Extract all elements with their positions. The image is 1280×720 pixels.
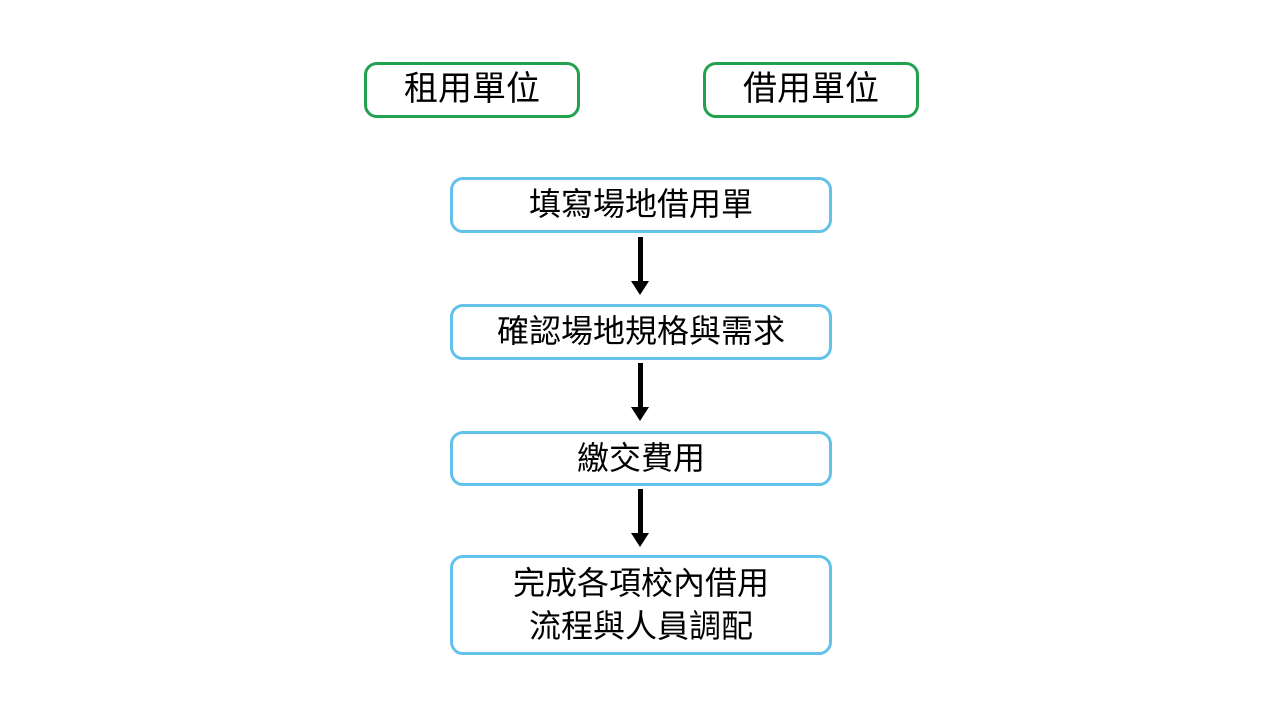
flow-step-pay-fees: 繳交費用 [450, 431, 832, 486]
arrow-head [631, 533, 649, 547]
header-box-renting-unit: 租用單位 [364, 62, 580, 118]
arrow-shaft [637, 363, 643, 407]
arrow-down-icon [631, 489, 649, 547]
flow-step-confirm-specs: 確認場地規格與需求 [450, 304, 832, 360]
flow-step-confirm-specs-label: 確認場地規格與需求 [496, 313, 785, 350]
header-box-renting-unit-label: 租用單位 [404, 70, 540, 109]
header-box-borrowing-unit: 借用單位 [703, 62, 919, 118]
header-box-borrowing-unit-label: 借用單位 [743, 70, 879, 109]
arrow-shaft [637, 489, 643, 533]
flow-step-complete-campus-process-label: 完成各項校內借用 流程與人員調配 [512, 564, 769, 644]
flow-step-fill-venue-form-label: 填寫場地借用單 [528, 186, 753, 223]
flow-step-pay-fees-label: 繳交費用 [576, 439, 705, 476]
arrow-head [631, 407, 649, 421]
flow-step-fill-venue-form: 填寫場地借用單 [450, 177, 832, 233]
flow-step-complete-campus-process: 完成各項校內借用 流程與人員調配 [450, 555, 832, 655]
arrow-down-icon [631, 237, 649, 295]
arrow-down-icon [631, 363, 649, 421]
arrow-head [631, 281, 649, 295]
arrow-shaft [637, 237, 643, 281]
